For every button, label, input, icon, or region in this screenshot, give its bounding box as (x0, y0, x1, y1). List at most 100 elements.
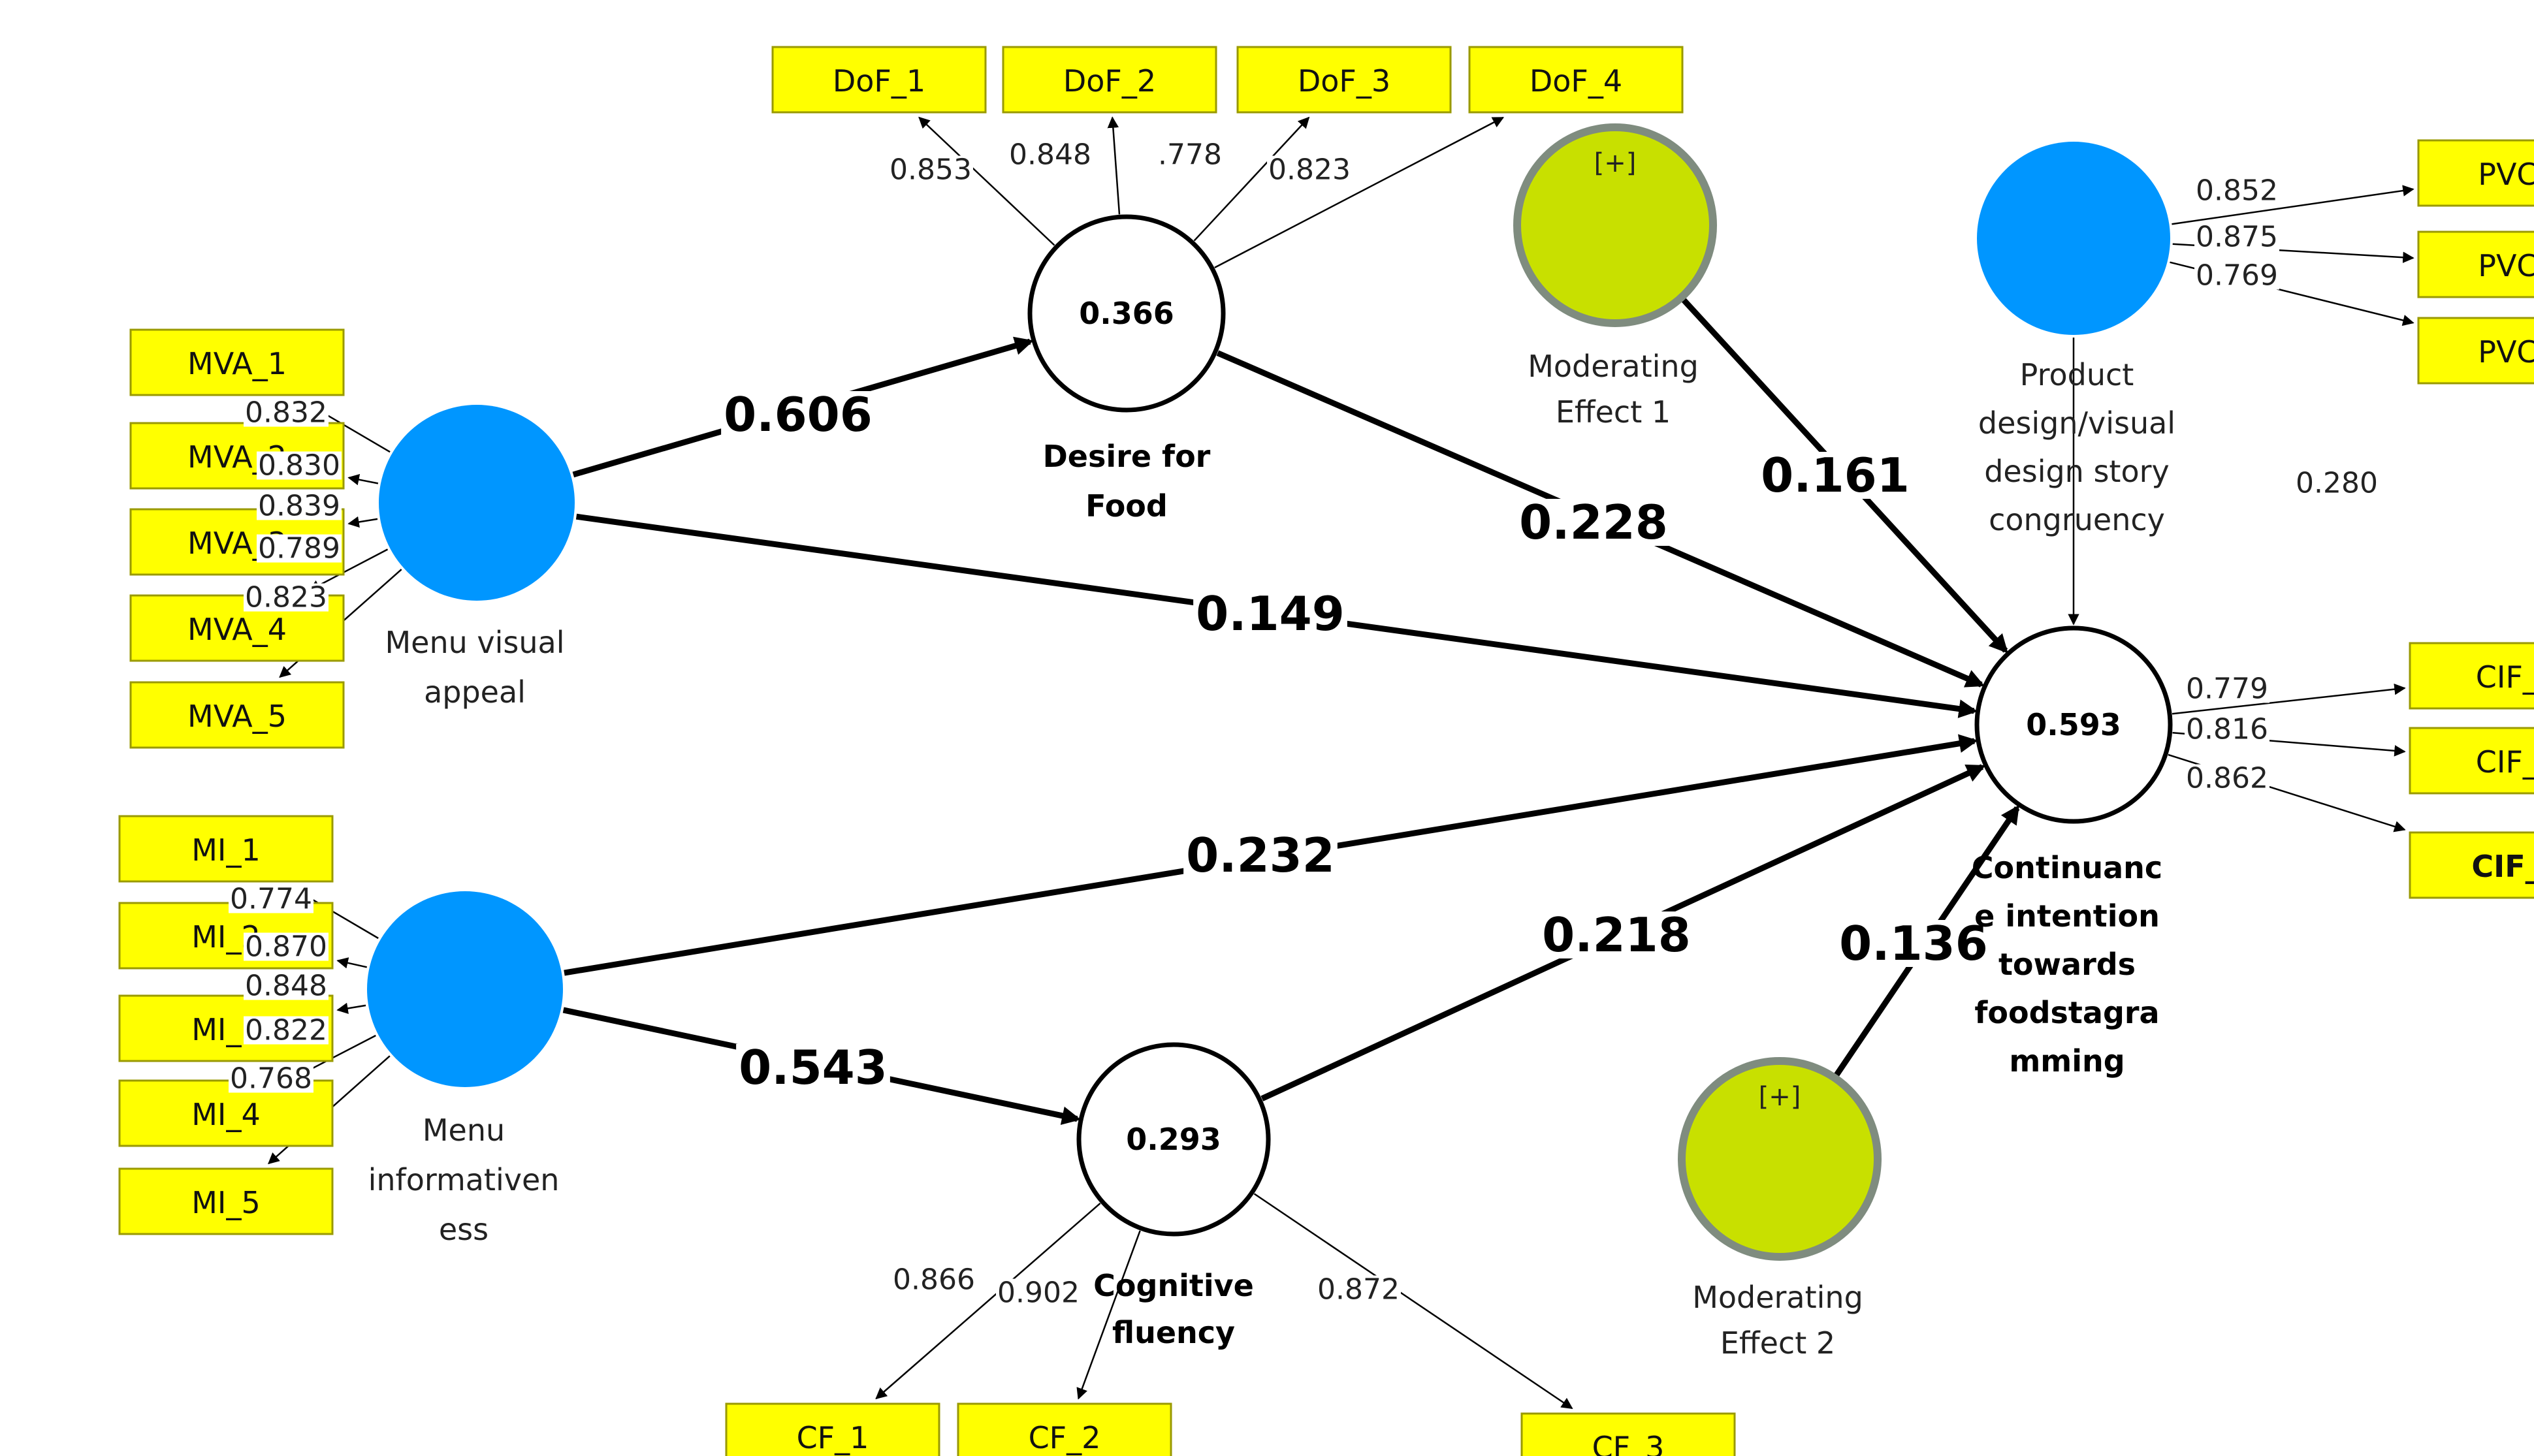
latent-label-pvc: design/visual (1978, 405, 2175, 441)
path-coef-me1-to-cif: 0.161 (1761, 448, 1910, 503)
loading-value-pvc-1: 0.852 (2196, 174, 2278, 208)
loading-bg (257, 451, 342, 480)
path-coef-bg (1758, 452, 1912, 499)
latent-label-pvc: congruency (1989, 502, 2165, 537)
path-coef-mva-to-cif: 0.149 (1196, 586, 1345, 641)
latent-label-pvc: Product (2020, 357, 2134, 392)
path-coef-bg (2293, 470, 2381, 496)
latent-me1[interactable]: [+] (1513, 123, 1717, 327)
indicator-label: MVA_1 (187, 346, 287, 381)
loading-value-dof-1: 0.853 (890, 153, 972, 187)
path-coef-bg (1516, 499, 1671, 546)
indicator-label: MI_1 (191, 832, 261, 868)
indicator-label: CIF_3 (2471, 849, 2534, 884)
expand-plus-icon[interactable]: [+] (1594, 148, 1637, 178)
loading-value-dof-3: .778 (1158, 138, 1222, 172)
loading-bg (2194, 176, 2279, 205)
latent-cif[interactable]: 0.593 (1974, 625, 2173, 824)
loading-bg (229, 1064, 313, 1093)
indicator-cf-3[interactable]: CF_3 (1520, 1412, 1736, 1456)
indicator-cf-1[interactable]: CF_1 (725, 1402, 940, 1456)
indicator-dof-1[interactable]: DoF_1 (771, 46, 987, 114)
loading-value-mva-1: 0.832 (245, 396, 327, 430)
latent-label-pvc: design story (1984, 454, 2170, 489)
indicator-label: CF_2 (1029, 1420, 1101, 1455)
loading-arrow-dof-1 (918, 116, 1055, 246)
loading-arrow-cf-2 (1076, 1230, 1141, 1400)
latent-label-me2: Effect 2 (1720, 1325, 1835, 1361)
loading-bg (891, 1265, 976, 1294)
indicator-cif-2[interactable]: CIF_2 (2409, 727, 2534, 795)
indicator-mva-5[interactable]: MVA_5 (129, 681, 345, 749)
indicator-cif-1[interactable]: CIF_1 (2409, 642, 2534, 710)
latent-label-cif: Continuanc (1972, 850, 2162, 885)
loading-bg (2185, 715, 2269, 744)
loading-bg (244, 932, 329, 961)
path-coef-bg (736, 1044, 890, 1091)
indicator-pvc-2[interactable]: PVC_2 (2417, 230, 2534, 298)
latent-label-cif: e intention (1974, 898, 2160, 934)
path-coef-bg (1193, 590, 1347, 637)
indicator-label: DoF_4 (1530, 63, 1622, 99)
indicator-label: DoF_3 (1298, 63, 1390, 99)
loading-arrow-dof-3 (1193, 116, 1310, 242)
loading-bg (2194, 223, 2279, 251)
loading-value-cif-1: 0.779 (2186, 673, 2268, 706)
loading-value-cf-3: 0.872 (1317, 1273, 1400, 1306)
latent-label-dof: Desire for (1043, 439, 1211, 474)
indicator-label: PVC_1 (2478, 157, 2534, 192)
latent-cf[interactable]: 0.293 (1076, 1042, 1271, 1237)
indicator-mi-1[interactable]: MI_1 (118, 815, 334, 883)
loading-value-mva-2: 0.830 (258, 449, 340, 483)
latent-dof[interactable]: 0.366 (1027, 214, 1226, 413)
indicator-cf-2[interactable]: CF_2 (957, 1402, 1172, 1456)
latent-label-mva: appeal (424, 674, 526, 710)
loading-value-pvc-3: 0.769 (2196, 259, 2278, 293)
loading-bg (2185, 764, 2269, 793)
loading-bg (244, 583, 329, 612)
indicator-label: MVA_5 (187, 699, 287, 734)
loading-bg (229, 885, 313, 913)
latent-mi[interactable] (367, 891, 563, 1087)
indicator-pvc-1[interactable]: PVC_1 (2417, 139, 2534, 207)
indicator-dof-4[interactable]: DoF_4 (1468, 46, 1684, 114)
latent-label-cf: Cognitive (1093, 1268, 1254, 1303)
latent-circle (367, 891, 563, 1087)
indicator-box (725, 1402, 940, 1456)
loading-bg (1316, 1275, 1401, 1304)
indicator-pvc-3[interactable]: PVC_3 (2417, 317, 2534, 385)
loading-value-dof-4: 0.823 (1268, 153, 1351, 187)
loading-arrow-cf-1 (875, 1202, 1101, 1400)
latent-label-mi: Menu (423, 1113, 505, 1148)
path-coef-bg (1836, 920, 1991, 967)
loading-bg (1008, 140, 1093, 169)
indicator-cif-3[interactable]: CIF_3 (2409, 831, 2534, 899)
indicator-box (1520, 1412, 1736, 1456)
indicator-mva-1[interactable]: MVA_1 (129, 328, 345, 396)
loading-value-cif-2: 0.816 (2186, 713, 2268, 746)
latent-label-dof: Food (1085, 488, 1168, 524)
loading-value-pvc-2: 0.875 (2196, 221, 2278, 254)
indicator-box (129, 328, 345, 396)
indicator-label: MI_5 (191, 1185, 261, 1220)
indicator-box (771, 46, 987, 114)
latent-mva[interactable] (379, 405, 575, 601)
path-coef-mi-to-cif: 0.232 (1186, 828, 1335, 883)
loading-arrow-dof-4 (1214, 116, 1505, 268)
indicator-dof-3[interactable]: DoF_3 (1236, 46, 1452, 114)
loading-value-mi-1: 0.774 (230, 883, 312, 916)
loading-bg (2194, 261, 2279, 290)
expand-plus-icon[interactable]: [+] (1759, 1082, 1801, 1112)
latent-circle (1076, 1042, 1271, 1237)
latent-label-me1: Moderating (1528, 349, 1699, 384)
loading-arrow-mva-2 (347, 473, 379, 486)
loading-value-cf-1: 0.866 (893, 1263, 975, 1297)
indicator-label: PVC_2 (2478, 248, 2534, 283)
path-coef-bg (721, 391, 875, 438)
indicator-mi-5[interactable]: MI_5 (118, 1167, 334, 1235)
indicator-dof-2[interactable]: DoF_2 (1002, 46, 1217, 114)
latent-pvc[interactable] (1977, 142, 2170, 335)
indicator-label: DoF_2 (1063, 63, 1156, 99)
latent-me2[interactable]: [+] (1678, 1057, 1882, 1261)
